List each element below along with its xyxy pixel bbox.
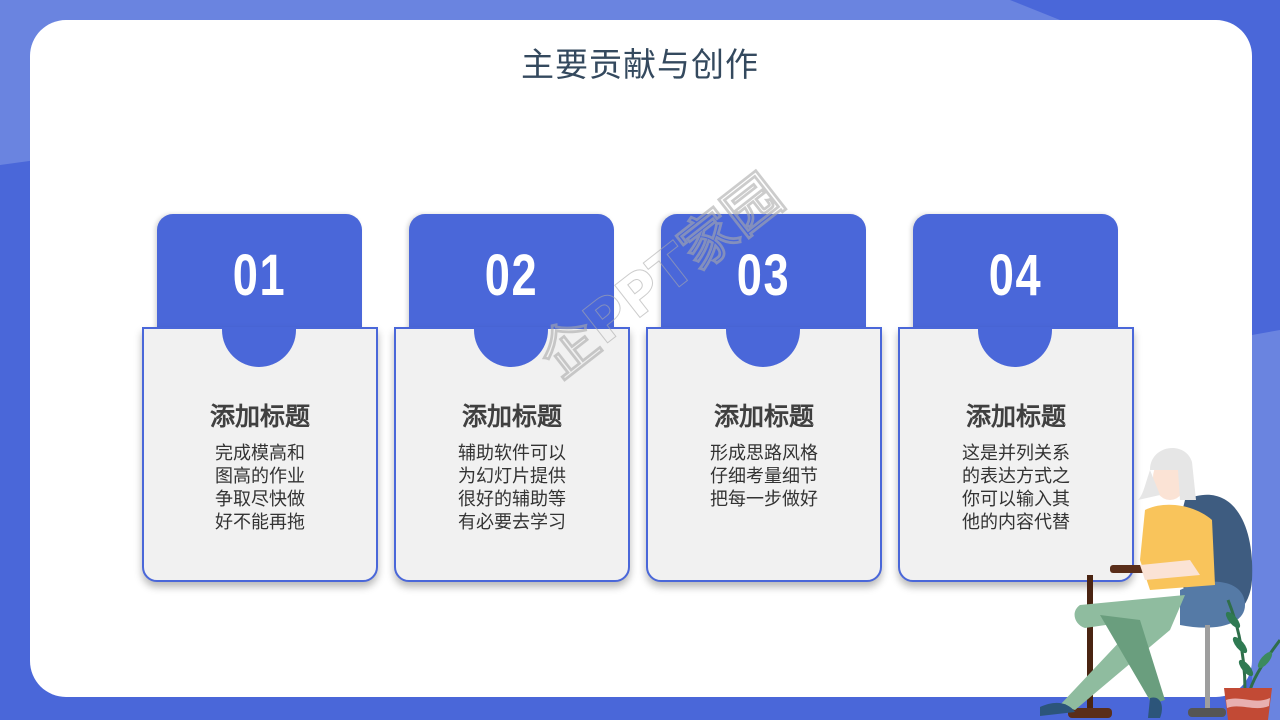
card-line: 为幻灯片提供 bbox=[458, 466, 566, 487]
card-01: 01 添加标题 完成模高和 图高的作业 争取尽快做 好不能再拖 bbox=[142, 214, 382, 586]
card-line: 有必要去学习 bbox=[458, 512, 566, 533]
card-body bbox=[142, 327, 378, 582]
card-line: 很好的辅助等 bbox=[458, 489, 566, 510]
card-heading: 添加标题 bbox=[461, 402, 562, 431]
card-line: 争取尽快做 bbox=[215, 489, 305, 510]
card-number: 02 bbox=[484, 243, 539, 308]
card-tab bbox=[409, 214, 614, 344]
card-number: 03 bbox=[736, 243, 791, 308]
card-line: 好不能再拖 bbox=[215, 512, 305, 533]
card-line: 把每一步做好 bbox=[710, 489, 818, 510]
card-line: 辅助软件可以 bbox=[458, 443, 566, 464]
card-line: 这是并列关系 bbox=[962, 443, 1070, 464]
card-number: 04 bbox=[988, 243, 1043, 308]
card-02: 02 添加标题 辅助软件可以 为幻灯片提供 很好的辅助等 有必要去学习 bbox=[394, 214, 634, 586]
card-line: 完成模高和 bbox=[215, 443, 305, 464]
card-heading: 添加标题 bbox=[209, 402, 310, 431]
card-04: 04 添加标题 这是并列关系 的表达方式之 你可以输入其 他的内容代替 bbox=[898, 214, 1138, 586]
card-description: 形成思路风格 仔细考量细节 把每一步做好 bbox=[646, 442, 882, 511]
card-body bbox=[646, 327, 882, 582]
card-line: 形成思路风格 bbox=[710, 443, 818, 464]
card-line: 仔细考量细节 bbox=[710, 466, 818, 487]
card-description: 这是并列关系 的表达方式之 你可以输入其 他的内容代替 bbox=[898, 442, 1134, 534]
card-heading: 添加标题 bbox=[713, 402, 814, 431]
card-heading: 添加标题 bbox=[965, 402, 1066, 431]
card-line: 的表达方式之 bbox=[962, 466, 1070, 487]
card-body bbox=[898, 327, 1134, 582]
card-tab bbox=[661, 214, 866, 344]
card-03: 03 添加标题 形成思路风格 仔细考量细节 把每一步做好 bbox=[646, 214, 886, 586]
card-body bbox=[394, 327, 630, 582]
card-tab bbox=[157, 214, 362, 344]
card-tab bbox=[913, 214, 1118, 344]
card-line: 你可以输入其 bbox=[962, 489, 1070, 510]
slide-title: 主要贡献与创作 bbox=[521, 45, 759, 84]
card-description: 完成模高和 图高的作业 争取尽快做 好不能再拖 bbox=[142, 442, 378, 534]
card-line: 图高的作业 bbox=[215, 466, 305, 487]
woman-sitting-illustration-icon bbox=[1040, 448, 1280, 720]
card-description: 辅助软件可以 为幻灯片提供 很好的辅助等 有必要去学习 bbox=[394, 442, 630, 534]
card-line: 他的内容代替 bbox=[962, 512, 1070, 533]
card-number: 01 bbox=[232, 243, 287, 308]
